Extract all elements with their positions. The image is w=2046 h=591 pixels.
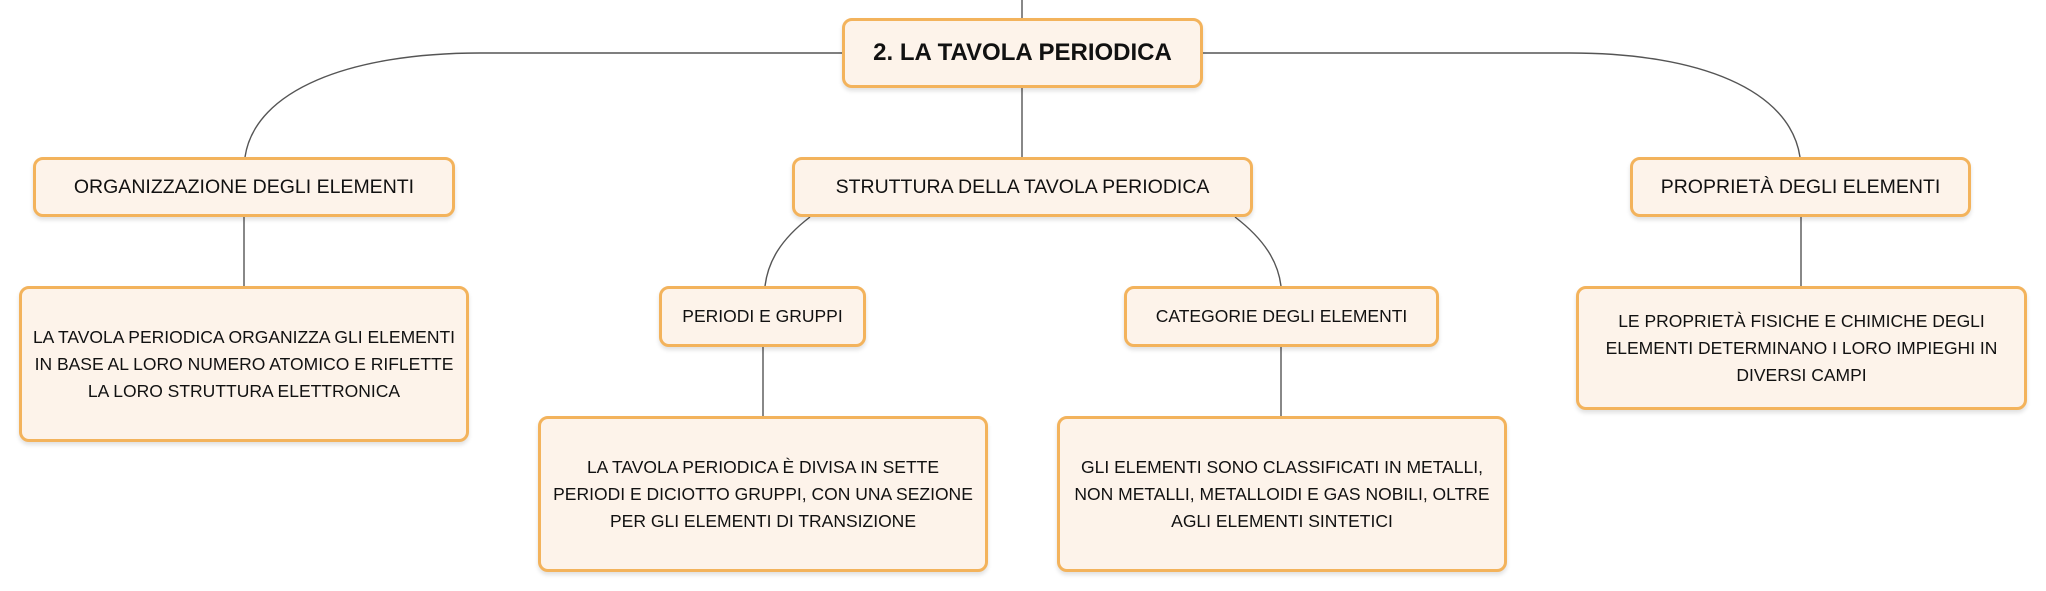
node-description: LA TAVOLA PERIODICA ORGANIZZA GLI ELEMEN…: [32, 326, 456, 401]
node-organizzazione-description[interactable]: LA TAVOLA PERIODICA ORGANIZZA GLI ELEMEN…: [19, 286, 469, 442]
node-categorie-description[interactable]: GLI ELEMENTI SONO CLASSIFICATI IN METALL…: [1057, 416, 1507, 572]
node-title: ORGANIZZAZIONE DEGLI ELEMENTI: [73, 175, 415, 198]
connector-root-to-proprieta: [1203, 52, 1801, 158]
connector-struttura-to-periodi: [764, 216, 811, 287]
node-periodi-description[interactable]: LA TAVOLA PERIODICA È DIVISA IN SETTE PE…: [538, 416, 988, 572]
root-node[interactable]: 2. LA TAVOLA PERIODICA: [842, 18, 1203, 88]
connector-root-to-organizzazione: [244, 52, 842, 158]
node-title: CATEGORIE DEGLI ELEMENTI: [1155, 306, 1408, 326]
node-proprieta-elementi[interactable]: PROPRIETÀ DEGLI ELEMENTI: [1630, 157, 1971, 217]
node-title: STRUTTURA DELLA TAVOLA PERIODICA: [835, 175, 1210, 198]
node-struttura-tavola[interactable]: STRUTTURA DELLA TAVOLA PERIODICA: [792, 157, 1253, 217]
connector-struttura-to-categorie: [1234, 216, 1282, 287]
node-proprieta-description[interactable]: LE PROPRIETÀ FISICHE E CHIMICHE DEGLI EL…: [1576, 286, 2027, 410]
node-description: LA TAVOLA PERIODICA È DIVISA IN SETTE PE…: [553, 456, 973, 531]
node-title: PERIODI E GRUPPI: [682, 306, 843, 326]
node-organizzazione-elementi[interactable]: ORGANIZZAZIONE DEGLI ELEMENTI: [33, 157, 455, 217]
root-title: 2. LA TAVOLA PERIODICA: [873, 39, 1172, 66]
node-periodi-gruppi[interactable]: PERIODI E GRUPPI: [659, 286, 866, 347]
node-description: GLI ELEMENTI SONO CLASSIFICATI IN METALL…: [1074, 456, 1490, 531]
node-description: LE PROPRIETÀ FISICHE E CHIMICHE DEGLI EL…: [1605, 310, 1998, 385]
node-title: PROPRIETÀ DEGLI ELEMENTI: [1660, 175, 1941, 198]
node-categorie-elementi[interactable]: CATEGORIE DEGLI ELEMENTI: [1124, 286, 1439, 347]
